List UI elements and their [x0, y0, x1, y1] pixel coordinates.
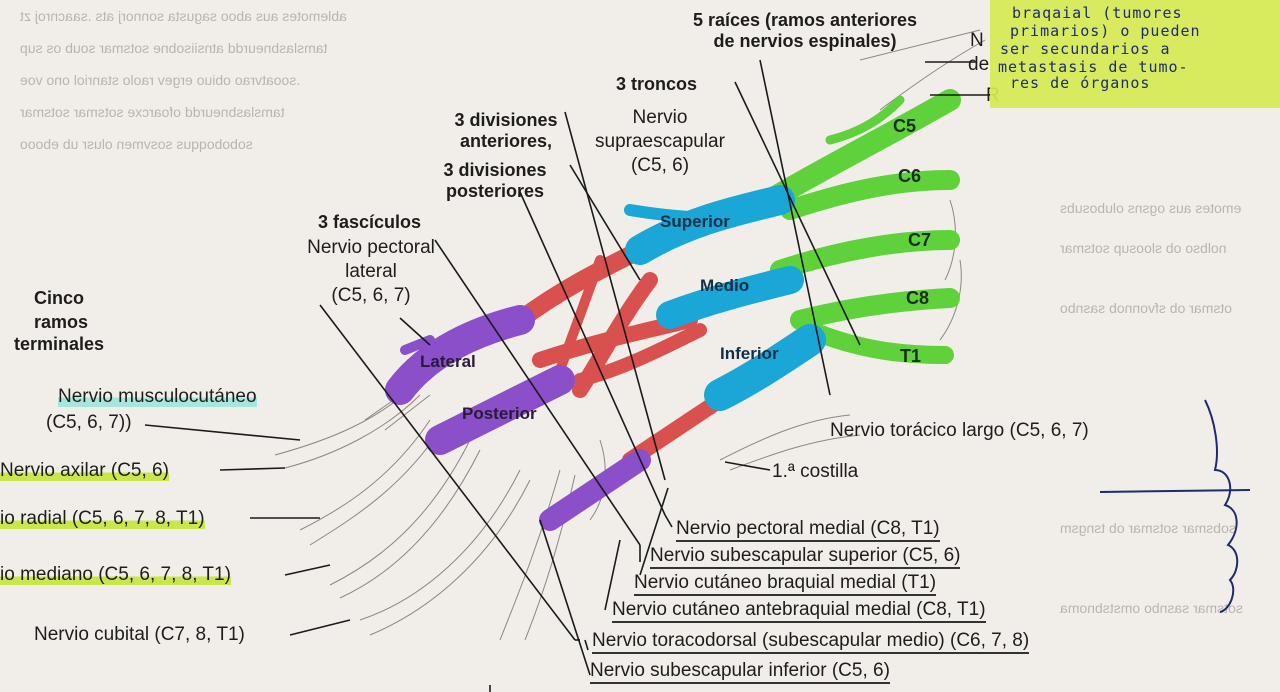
lateral-pectoral-line2: lateral: [295, 260, 447, 284]
medial-pectoral-label: Nervio pectoral medial (C8, T1): [676, 518, 940, 542]
radial-label: io radial (C5, 6, 7, 8, T1): [0, 508, 205, 530]
roots-title: 5 raíces (ramos anteriores de nervios es…: [655, 10, 955, 52]
posterior-divisions-line2: posteriores: [430, 181, 560, 202]
suprascapular-label: Nervio supraescapular (C5, 6): [582, 106, 738, 178]
medial-cord-shape: [550, 460, 640, 520]
edge-fragment-n: N: [970, 30, 984, 52]
five-terminal-line1: Cinco: [34, 286, 88, 310]
anterior-divisions-line2: anteriores,: [426, 131, 586, 152]
first-rib-label: 1.ª costilla: [772, 461, 858, 483]
five-terminal-line3: terminales: [14, 334, 104, 355]
edge-fragment-de: de: [968, 54, 989, 76]
musculocutaneous-line1: Nervio musculocutáneo: [58, 386, 257, 407]
suprascapular-line1: Nervio: [582, 106, 738, 130]
roots-layer: [770, 100, 950, 355]
axillary-label: Nervio axilar (C5, 6): [0, 460, 169, 482]
roots-title-line1: 5 raíces (ramos anteriores: [655, 10, 955, 31]
root-t1-shape: [810, 330, 945, 355]
medial-antebrachial-cutaneous-label: Nervio cutáneo antebraquial medial (C8, …: [612, 599, 986, 623]
note-line2: primarios) o pueden: [1010, 22, 1201, 40]
long-thoracic-label: Nervio torácico largo (C5, 6, 7): [830, 420, 1089, 442]
lateral-pectoral-line3: (C5, 6, 7): [295, 284, 447, 308]
median-text: io mediano (C5, 6, 7, 8, T1): [0, 564, 231, 585]
trunks-title: 3 troncos: [616, 74, 697, 95]
musculocutaneous-line2: (C5, 6, 7)): [46, 410, 257, 436]
posterior-divisions-title: 3 divisiones posteriores: [430, 160, 560, 202]
root-c5-label: C5: [893, 116, 916, 137]
lateral-cord-label: Lateral: [420, 352, 476, 372]
roots-title-line2: de nervios espinales): [655, 31, 955, 52]
middle-trunk-label: Medio: [700, 276, 749, 296]
root-c8-label: C8: [906, 288, 929, 309]
radial-text: io radial (C5, 6, 7, 8, T1): [0, 508, 205, 529]
median-label: io mediano (C5, 6, 7, 8, T1): [0, 564, 231, 586]
upper-subscapular-label: Nervio subescapular superior (C5, 6): [650, 545, 960, 569]
note-line1: braqaial (tumores: [1012, 4, 1183, 22]
posterior-cord-label: Posterior: [462, 404, 537, 424]
ulnar-label: Nervio cubital (C7, 8, T1): [34, 624, 245, 646]
axillary-text: Nervio axilar (C5, 6): [0, 460, 169, 481]
cords-title: 3 fascículos: [318, 212, 421, 233]
pen-scribble: [1100, 400, 1250, 612]
lateral-pectoral-line1: Nervio pectoral: [295, 236, 447, 260]
anterior-divisions-line1: 3 divisiones: [426, 110, 586, 131]
superior-trunk-label: Superior: [660, 212, 730, 232]
note-line5: res de órganos: [1010, 74, 1150, 92]
anterior-divisions-title: 3 divisiones anteriores,: [426, 110, 586, 152]
root-c6-label: C6: [898, 166, 921, 187]
five-terminal-line2: ramos: [34, 310, 88, 334]
lateral-pectoral-label: Nervio pectoral lateral (C5, 6, 7): [295, 236, 447, 308]
lower-subscapular-label: Nervio subescapular inferior (C5, 6): [590, 660, 890, 684]
five-terminal-branches-label: Cinco ramos: [34, 286, 88, 334]
posterior-divisions-line1: 3 divisiones: [430, 160, 560, 181]
divisions-layer: [520, 250, 720, 460]
musculocutaneous-label: Nervio musculocutáneo (C5, 6, 7)): [58, 384, 257, 436]
suprascapular-line3: (C5, 6): [582, 154, 738, 178]
thoracodorsal-label: Nervio toracodorsal (subescapular medio)…: [592, 630, 1029, 654]
suprascapular-line2: supraescapular: [582, 130, 738, 154]
root-t1-label: T1: [900, 346, 921, 367]
root-c7-label: C7: [908, 230, 931, 251]
inferior-trunk-label: Inferior: [720, 344, 779, 364]
medial-brachial-cutaneous-label: Nervio cutáneo braquial medial (T1): [634, 572, 936, 596]
note-line3: ser secundarios a: [1000, 40, 1171, 58]
